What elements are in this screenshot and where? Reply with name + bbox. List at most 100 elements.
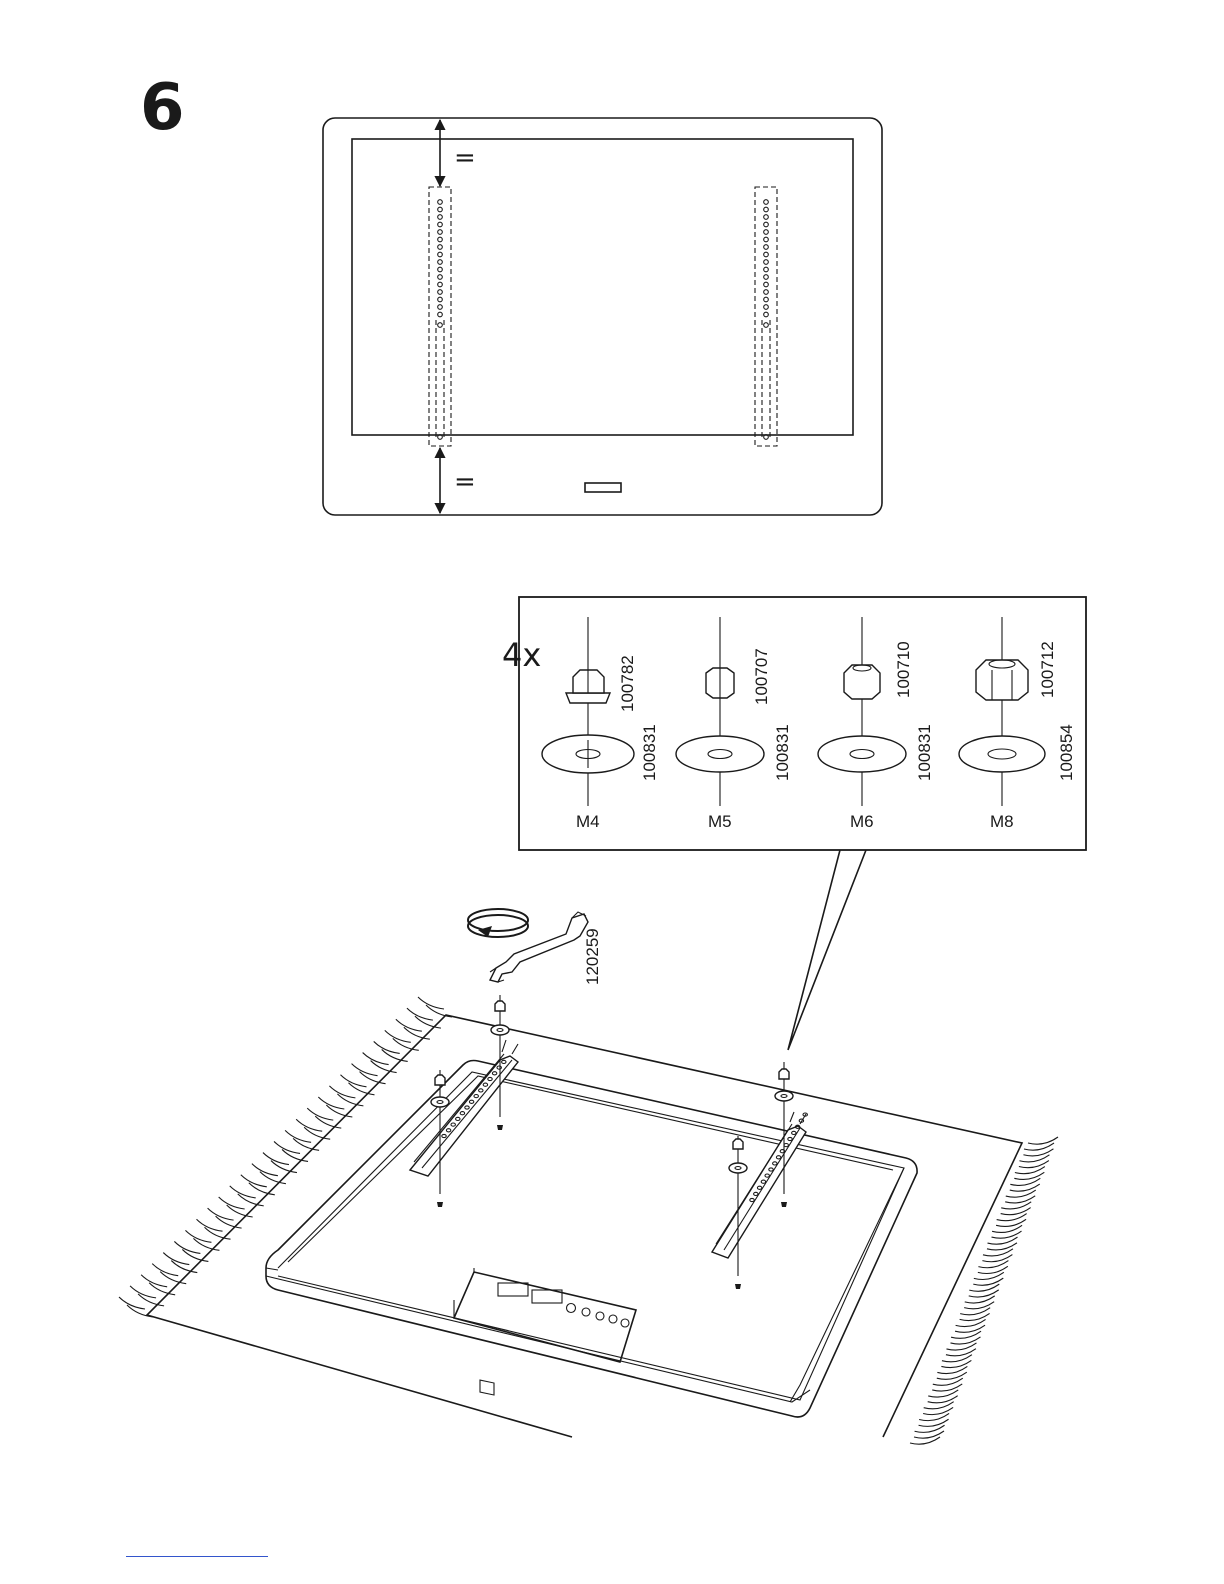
nut-part-number: 100710	[894, 641, 913, 698]
bracket-hole	[438, 275, 443, 280]
bracket-hole	[764, 215, 769, 220]
fringe-stroke	[304, 1127, 330, 1139]
bracket-hole	[438, 252, 443, 257]
tv-outer-frame	[323, 118, 882, 515]
bracket-hole	[764, 207, 769, 212]
nut-part-number: 100782	[618, 655, 637, 712]
connector-panel	[454, 1268, 636, 1395]
screw-icon	[497, 1125, 503, 1130]
rotate-arrow-icon	[468, 909, 528, 937]
tool-group: 120259	[468, 909, 602, 985]
fringe-stroke	[227, 1205, 253, 1217]
fringe-stroke	[337, 1094, 363, 1106]
hex-nut-icon	[844, 665, 880, 699]
bracket-hole	[764, 323, 769, 328]
nut-icon	[495, 1001, 505, 1011]
washer-icon	[676, 736, 764, 772]
bracket-hole	[438, 245, 443, 250]
bracket-hole	[438, 323, 443, 328]
fringe-stroke	[160, 1272, 186, 1284]
nut-part-number: 100712	[1038, 641, 1057, 698]
fringe-stroke	[326, 1105, 352, 1117]
fringe-stroke	[171, 1261, 197, 1273]
jack-icon	[621, 1319, 629, 1327]
nut-icon	[435, 1075, 445, 1085]
bracket-hole	[764, 305, 769, 310]
fringe-stroke	[274, 1141, 300, 1153]
fringe-stroke	[208, 1208, 234, 1220]
bracket-hole	[764, 252, 769, 257]
fringe-stroke	[182, 1249, 208, 1261]
fringe-stroke	[318, 1097, 344, 1109]
fringe-stroke	[252, 1164, 278, 1176]
bracket-hole	[438, 297, 443, 302]
bracket-hole	[764, 267, 769, 272]
bracket-hole	[438, 290, 443, 295]
mat-fringe	[119, 997, 1058, 1444]
fringe-stroke	[315, 1116, 341, 1128]
fringe-stroke	[152, 1264, 178, 1276]
fringe-stroke	[141, 1275, 167, 1287]
fringe-stroke	[393, 1038, 419, 1050]
bracket-hole	[764, 282, 769, 287]
bracket-hole	[438, 260, 443, 265]
fringe-stroke	[415, 1016, 441, 1028]
fringe-stroke	[296, 1119, 322, 1131]
bracket-hole	[764, 290, 769, 295]
bracket-hole	[764, 275, 769, 280]
flange-icon	[566, 693, 610, 703]
bracket-hole	[764, 200, 769, 205]
fringe-stroke	[282, 1149, 308, 1161]
fringe-stroke	[271, 1161, 297, 1173]
protective-mat	[147, 1015, 1022, 1437]
quantity-label: 4x	[502, 636, 541, 674]
fringe-stroke	[329, 1086, 355, 1098]
scart-port-icon	[498, 1283, 528, 1296]
callout-pointer	[788, 850, 866, 1050]
tool-part-number: 120259	[583, 928, 602, 985]
fringe-stroke	[163, 1253, 189, 1265]
size-label: M6	[850, 812, 874, 831]
mounting-bracket-left	[410, 1040, 518, 1176]
size-label: M4	[576, 812, 600, 831]
jack-icon	[567, 1304, 576, 1313]
washer-icon	[818, 736, 906, 772]
fringe-stroke	[238, 1194, 264, 1206]
fringe-stroke	[197, 1219, 223, 1231]
fringe-stroke	[130, 1286, 156, 1298]
fringe-stroke	[407, 1008, 433, 1020]
fringe-stroke	[307, 1108, 333, 1120]
fringe-stroke	[382, 1049, 408, 1061]
fringe-stroke	[149, 1283, 175, 1295]
fringe-stroke	[348, 1083, 374, 1095]
fringe-stroke	[404, 1027, 430, 1039]
fringe-stroke	[174, 1241, 200, 1253]
hex-nut-icon	[976, 660, 1028, 700]
fringe-stroke	[352, 1064, 378, 1076]
nut-icon	[733, 1139, 743, 1149]
fringe-stroke	[216, 1216, 242, 1228]
fringe-stroke	[241, 1175, 267, 1187]
fringe-stroke	[396, 1019, 422, 1031]
washer-part-number: 100831	[640, 724, 659, 781]
washer-icon	[431, 1097, 449, 1107]
bracket-hole	[438, 282, 443, 287]
port-icon	[480, 1380, 494, 1395]
fringe-stroke	[230, 1186, 256, 1198]
fringe-stroke	[263, 1153, 289, 1165]
washer-icon	[491, 1025, 509, 1035]
fringe-stroke	[360, 1072, 386, 1084]
fringe-stroke	[205, 1227, 231, 1239]
size-label: M5	[708, 812, 732, 831]
bracket-hole	[764, 312, 769, 317]
jack-icon	[582, 1308, 590, 1316]
fringe-stroke	[371, 1061, 397, 1073]
screw-icon	[735, 1284, 741, 1289]
fringe-stroke	[340, 1075, 366, 1087]
top-equal-sign: =	[454, 143, 476, 173]
tv-screen	[352, 139, 853, 435]
jack-icon	[596, 1312, 604, 1320]
tv-back-view	[119, 995, 1058, 1444]
fringe-stroke	[260, 1172, 286, 1184]
